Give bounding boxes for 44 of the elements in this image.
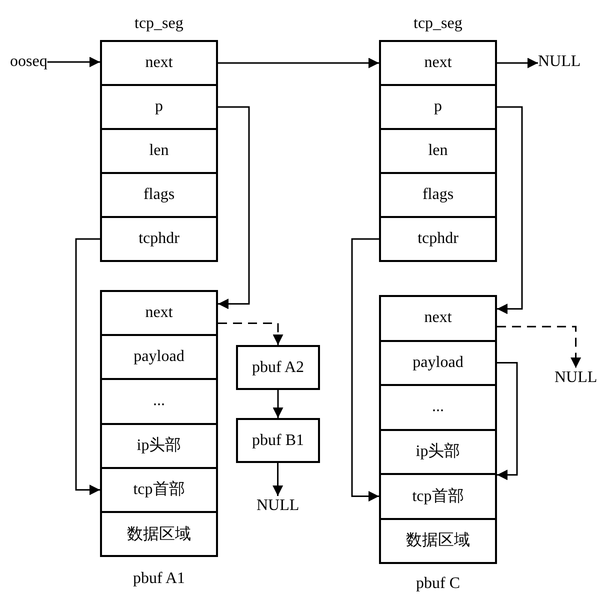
field-cell: tcp首部 [100,466,218,513]
arrow [218,58,379,68]
field-cell: tcphdr [379,216,497,262]
arrow [75,238,100,496]
arrow [497,58,538,68]
arrow [218,106,250,310]
field-cell: next [100,40,218,86]
field-cell: payload [379,340,497,386]
field-cell: len [100,128,218,174]
field-cell: tcphdr [100,216,218,262]
field-cell: tcp首部 [379,473,497,520]
field-cell: next [379,295,497,342]
field-cell: 数据区域 [379,518,497,564]
arrow [497,362,518,480]
null-label: NULL [538,52,581,72]
struct-title: tcp_seg [134,14,184,34]
field-cell: payload [100,334,218,380]
field-cell: flags [100,172,218,218]
arrow [47,56,100,68]
field-cell: 数据区域 [100,511,218,558]
null-label: NULL [256,496,300,516]
field-cell: ... [100,378,218,425]
arrow [272,390,284,418]
dashed-arrow [497,326,582,368]
field-cell: ip头部 [379,428,497,475]
dashed-arrow [218,322,284,345]
null-label: NULL [554,368,598,388]
field-cell: next [100,290,218,336]
arrow [272,463,284,496]
buffer-box: pbuf B1 [236,418,320,463]
struct-title: pbuf A1 [133,569,185,590]
buffer-box: pbuf A2 [236,345,320,390]
struct-title: tcp_seg [414,14,462,34]
field-cell: flags [379,172,497,218]
field-cell: next [379,40,497,86]
field-cell: p [379,84,497,130]
field-cell: ... [379,384,497,430]
struct-title: pbuf C [416,574,460,594]
arrow [351,238,379,502]
field-cell: ip头部 [100,422,218,469]
pointer-label: ooseq [10,52,48,72]
field-cell: p [100,84,218,130]
arrow [497,106,523,314]
field-cell: len [379,128,497,174]
